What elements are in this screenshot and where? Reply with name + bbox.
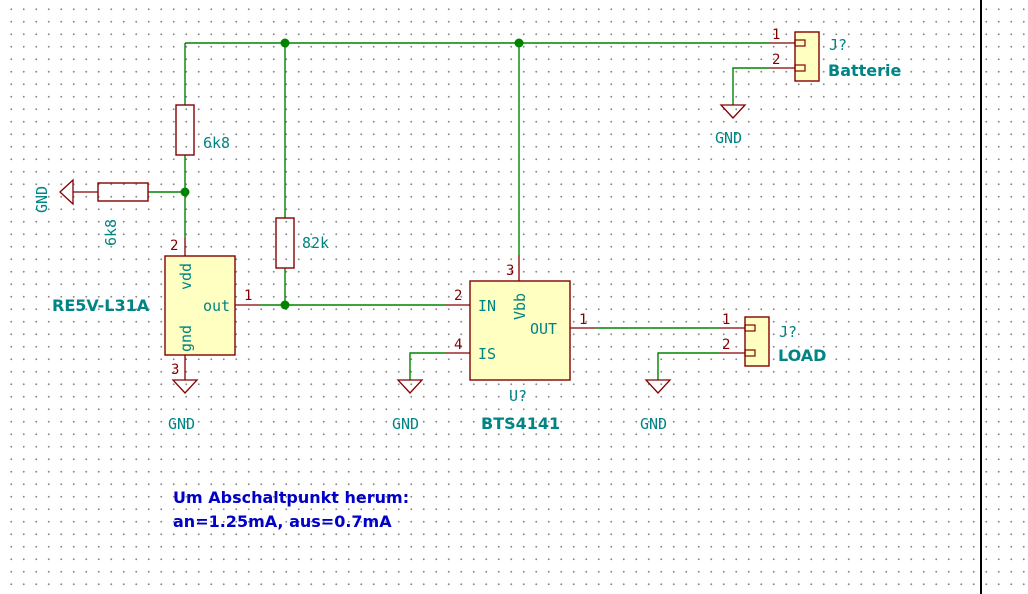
connector-pin1-number: 1 (772, 27, 780, 43)
sensor-pin2-number: 2 (170, 238, 178, 254)
resistor-value: 82k (302, 234, 329, 252)
sensor-name: RE5V-L31A (52, 296, 150, 315)
gnd-symbol-icon (396, 379, 424, 394)
sensor-pins (184, 238, 260, 380)
switch-ref: U? (509, 387, 527, 405)
sensor-pin1-number: 1 (244, 288, 252, 304)
gnd-symbol-icon (644, 379, 672, 394)
junction (280, 300, 290, 310)
connector-body (744, 316, 770, 367)
resistor-value: 6k8 (102, 219, 120, 246)
wire-batt-gnd (732, 67, 770, 105)
gnd-label: GND (392, 415, 419, 433)
connector-contact (794, 39, 806, 47)
sensor-pin-gnd: gnd (177, 325, 195, 352)
note-line-2: an=1.25mA, aus=0.7mA (173, 512, 392, 531)
resistor-value: 6k8 (203, 134, 230, 152)
connector-contact (744, 324, 756, 332)
switch-bts4141[interactable]: 2 4 1 3 IN IS OUT Vbb U? BTS4141 GND (392, 255, 595, 433)
gnd-label: GND (640, 415, 667, 433)
connector-pin2-number: 2 (722, 337, 730, 353)
switch-name: BTS4141 (481, 414, 560, 433)
connector-batterie[interactable]: 1 2 J? Batterie GND (715, 27, 902, 147)
resistor-82k[interactable]: 82k (275, 217, 329, 269)
junction (180, 187, 190, 197)
connector-pins (770, 42, 795, 69)
sensor-pin3-number: 3 (171, 362, 179, 378)
junctions (180, 38, 524, 310)
junction (514, 38, 524, 48)
switch-body (469, 280, 571, 381)
connector-contact (794, 64, 806, 72)
sensor-re5v-l31a[interactable]: 2 1 3 vdd gnd out RE5V-L31A GND (52, 238, 260, 433)
connector-body (794, 31, 820, 82)
switch-pin-vbb: Vbb (511, 293, 529, 320)
junction (280, 38, 290, 48)
connector-pin2-number: 2 (772, 52, 780, 68)
connector-pins (720, 327, 745, 354)
resistor-6k8-gnd[interactable]: 6k8 GND (33, 178, 149, 246)
wire-is-gnd (409, 352, 445, 380)
connector-load[interactable]: 1 2 J? LOAD GND (640, 312, 826, 433)
connector-ref: J? (779, 323, 797, 341)
gnd-label: GND (715, 129, 742, 147)
switch-pin2-number: 2 (454, 288, 462, 304)
switch-pins (445, 255, 595, 354)
connector-name: LOAD (778, 346, 826, 365)
switch-pin4-number: 4 (454, 337, 462, 353)
resistor-6k8-top[interactable]: 6k8 (175, 104, 230, 156)
sheet-border (980, 0, 982, 594)
switch-pin3-number: 3 (506, 263, 514, 279)
switch-pin1-number: 1 (579, 312, 587, 328)
gnd-label: GND (33, 186, 51, 213)
resistor-body (275, 217, 295, 269)
switch-pin-out: OUT (530, 320, 557, 338)
wires (148, 42, 770, 380)
switch-pin-in: IN (478, 297, 496, 315)
connector-ref: J? (829, 36, 847, 54)
gnd-symbol-icon (171, 379, 199, 394)
connector-contact (744, 349, 756, 357)
connector-pin1-number: 1 (722, 312, 730, 328)
gnd-symbol-icon (719, 104, 747, 119)
note-line-1: Um Abschaltpunkt herum: (173, 488, 409, 507)
wire-load-gnd (657, 352, 720, 380)
resistor-body (175, 104, 195, 156)
switch-pin-is: IS (478, 345, 496, 363)
sensor-pin-vdd: vdd (177, 263, 195, 290)
sensor-body (164, 255, 236, 356)
sensor-pin-out: out (203, 297, 230, 315)
gnd-label: GND (168, 415, 195, 433)
gnd-symbol-icon (59, 178, 98, 206)
connector-name: Batterie (828, 61, 902, 80)
note-text: Um Abschaltpunkt herum: an=1.25mA, aus=0… (173, 488, 409, 531)
resistor-body (97, 182, 149, 202)
